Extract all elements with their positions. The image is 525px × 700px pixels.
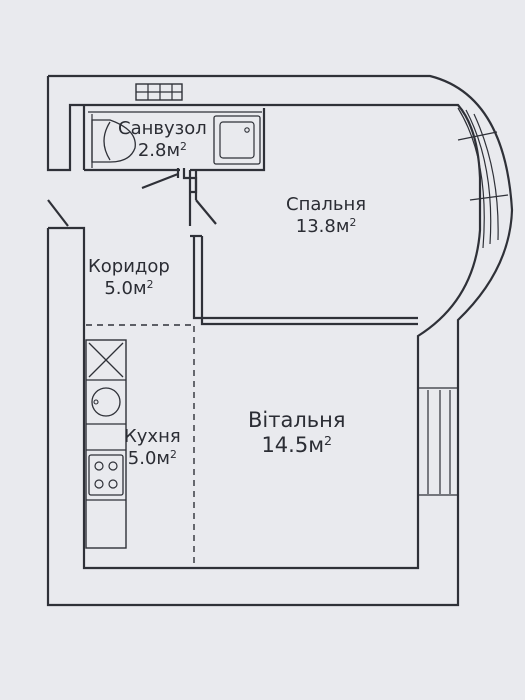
sink-icon — [91, 387, 121, 417]
window-living — [418, 387, 458, 496]
corridor-bedroom-wall — [188, 170, 418, 326]
bathroom-wall — [82, 105, 266, 172]
bedroom-area: 13.8м2 — [295, 215, 357, 237]
corridor-area: 5.0м2 — [104, 277, 154, 299]
living-name: Вітальня — [248, 408, 346, 432]
window-bedroom — [457, 107, 499, 249]
stove-icon — [88, 454, 124, 496]
bathroom-name: Санвузол — [118, 118, 207, 139]
outer-wall — [46, 74, 514, 607]
shower-icon — [213, 115, 261, 165]
bedroom-label: Спальня 13.8м2 — [286, 194, 366, 237]
bathroom-door — [141, 168, 198, 194]
kitchen-label: Кухня 5.0м2 — [124, 426, 181, 469]
kitchen-counter — [85, 339, 127, 549]
living-label: Вітальня 14.5м2 — [248, 408, 346, 458]
kitchen-name: Кухня — [124, 426, 181, 447]
bathroom-area: 2.8м2 — [137, 139, 187, 161]
bedroom-door — [195, 199, 217, 225]
kitchen-area: 5.0м2 — [127, 447, 177, 469]
toilet-icon — [91, 119, 136, 163]
bathroom-label: Санвузол 2.8м2 — [118, 118, 207, 161]
bedroom-name: Спальня — [286, 194, 367, 215]
corridor-label: Коридор 5.0м2 — [88, 256, 170, 299]
fridge-icon — [88, 342, 124, 378]
entrance-door — [47, 199, 69, 227]
outer-wall-inner — [46, 76, 482, 570]
living-area: 14.5м2 — [261, 433, 333, 458]
corridor-name: Коридор — [88, 256, 170, 277]
